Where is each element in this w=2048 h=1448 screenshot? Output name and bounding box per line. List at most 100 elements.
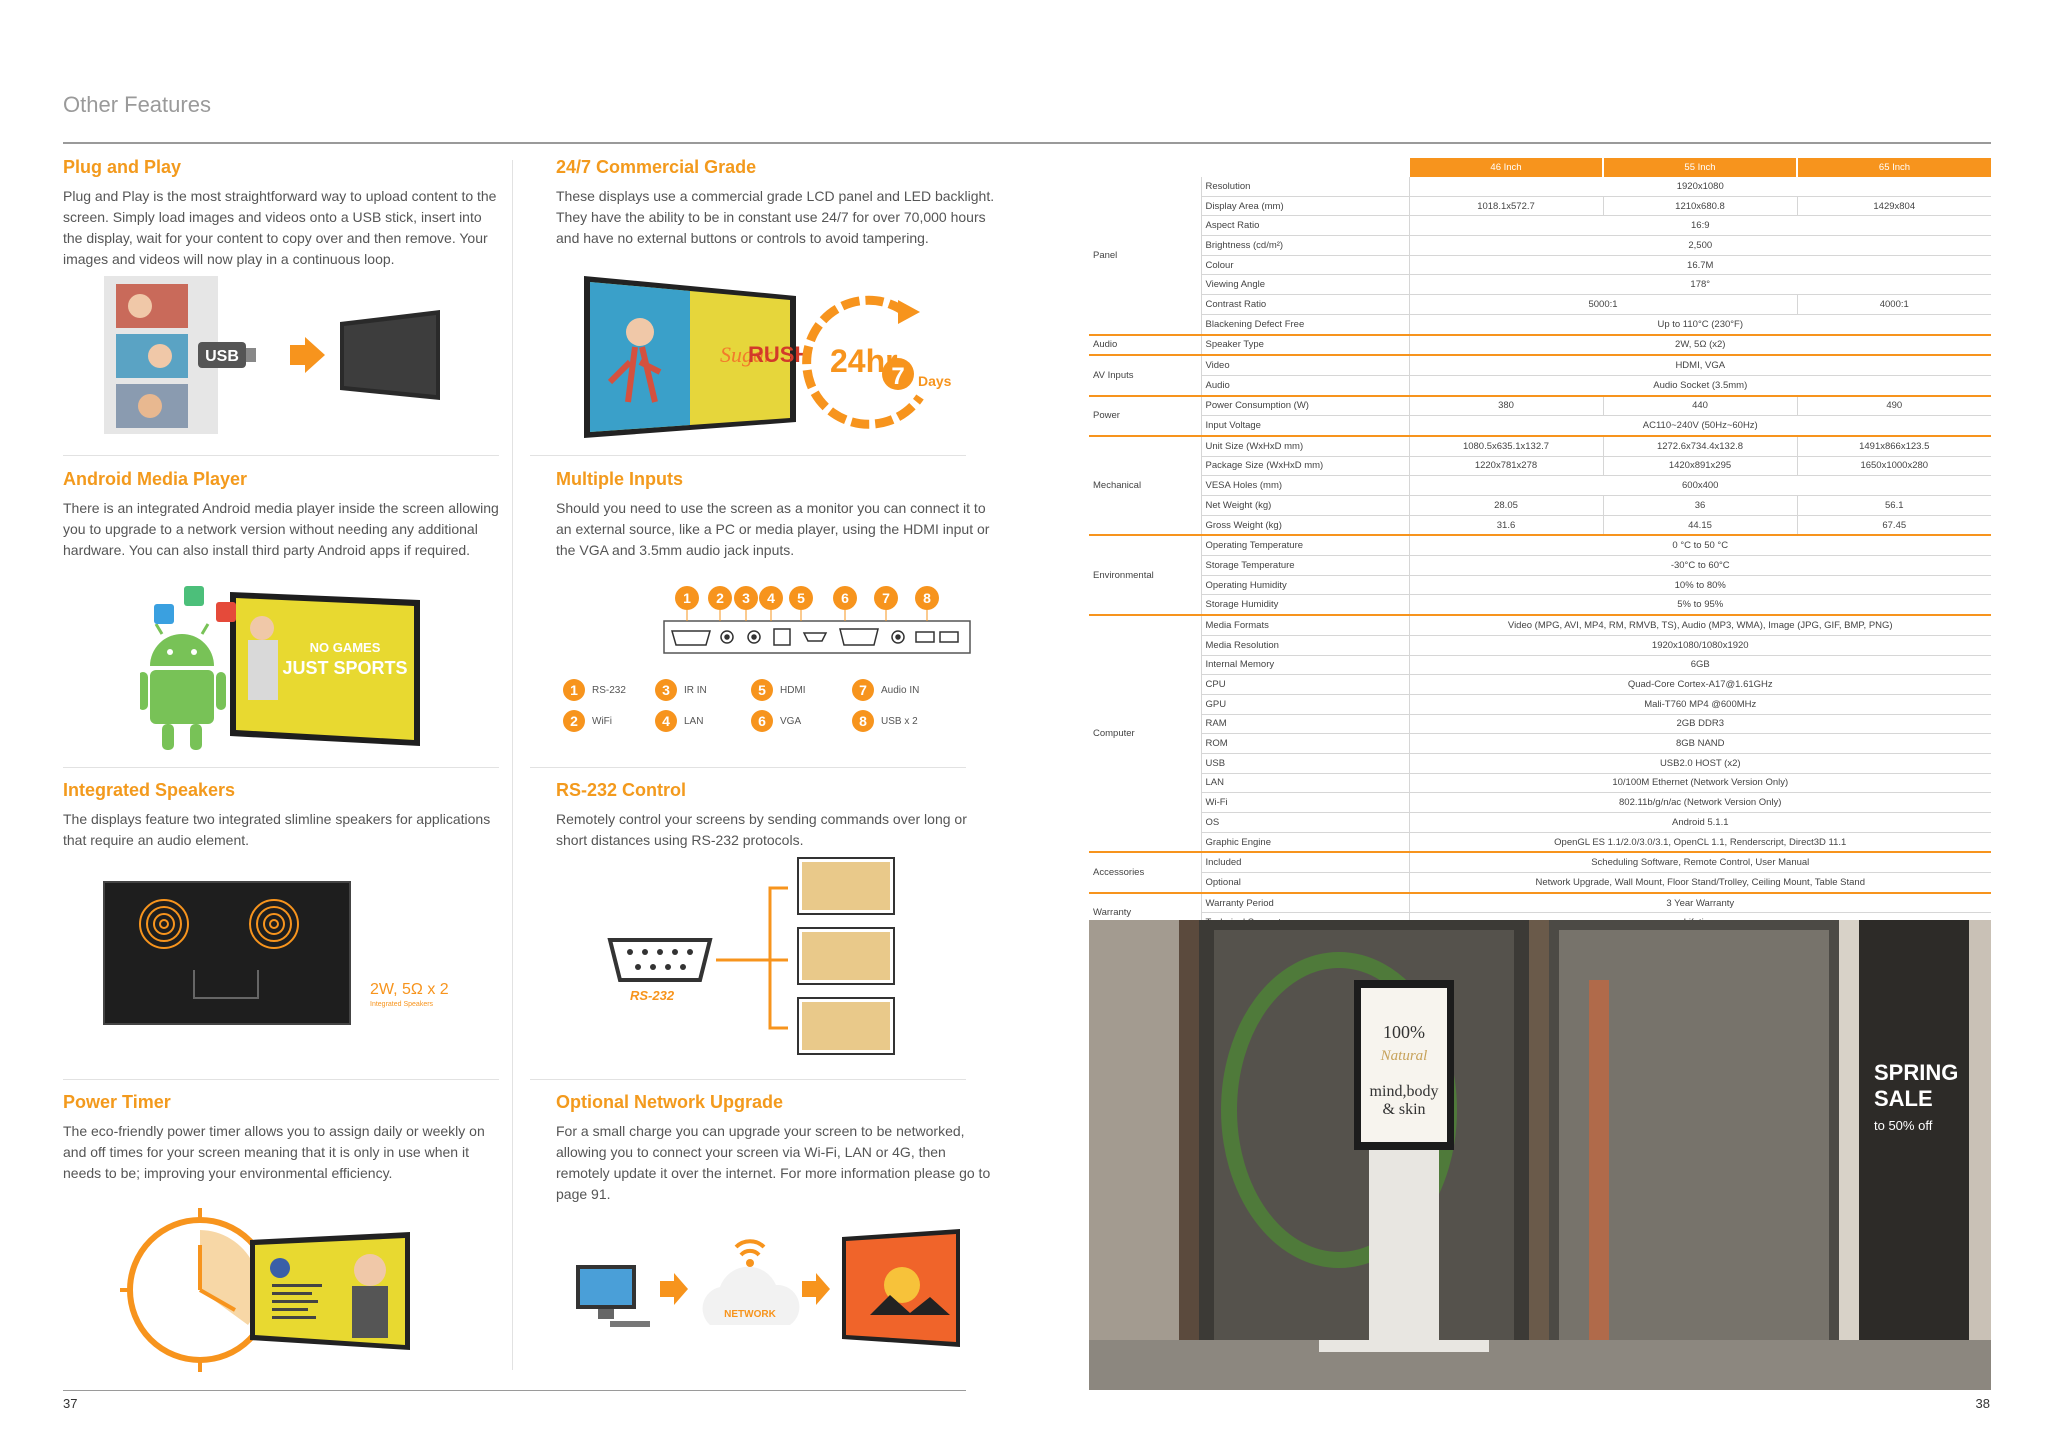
speaker-icon — [249, 899, 299, 949]
spec-category: Environmental — [1089, 535, 1202, 617]
arrow-right-icon — [660, 1273, 688, 1305]
port-marker: 4 — [767, 590, 775, 606]
spec-category: Panel — [1089, 177, 1202, 336]
feature-title: Plug and Play — [63, 157, 182, 177]
spec-value: 8GB NAND — [1408, 733, 1991, 754]
spec-label: ROM — [1201, 733, 1410, 754]
spec-label: Included — [1201, 852, 1410, 874]
row-divider — [530, 1079, 966, 1080]
feature-body: For a small charge you can upgrade your … — [556, 1123, 991, 1202]
spec-value: Scheduling Software, Remote Control, Use… — [1408, 852, 1991, 874]
arrow-right-icon — [290, 337, 325, 373]
legend-number: 2 — [570, 713, 578, 729]
row-divider — [63, 1079, 499, 1080]
title-divider — [63, 142, 1991, 144]
spec-value: 2,500 — [1408, 235, 1991, 256]
spec-row: VESA Holes (mm)600x400 — [1089, 475, 1991, 496]
spec-value: Android 5.1.1 — [1408, 812, 1991, 833]
spec-label: Operating Temperature — [1201, 535, 1410, 557]
usb-label: USB — [205, 348, 239, 365]
feature-plug-and-play: Plug and Play Plug and Play is the most … — [63, 157, 503, 270]
spec-label: OS — [1201, 812, 1410, 833]
spec-value: 0 °C to 50 °C — [1408, 535, 1991, 557]
spec-category: Accessories — [1089, 852, 1202, 894]
feature-body: Should you need to use the screen as a m… — [556, 500, 990, 558]
spec-label: Storage Temperature — [1201, 555, 1410, 576]
spec-label: Brightness (cd/m²) — [1201, 235, 1410, 256]
feature-title: Multiple Inputs — [556, 469, 683, 489]
spec-label: Warranty Period — [1201, 892, 1410, 914]
spec-row: Storage Temperature-30°C to 60°C — [1089, 555, 1991, 576]
legend-label: WiFi — [592, 716, 612, 727]
spec-value: 1210x680.8 — [1602, 196, 1797, 217]
clock-arc-icon — [802, 295, 924, 429]
spec-label: Contrast Ratio — [1201, 294, 1410, 315]
spec-category: Power — [1089, 395, 1202, 437]
spec-value: 600x400 — [1408, 475, 1991, 496]
spec-label: Net Weight (kg) — [1201, 495, 1410, 516]
spec-label: Package Size (WxHxD mm) — [1201, 456, 1410, 477]
spec-value: 1920x1080 — [1408, 177, 1991, 197]
spec-value: 5000:1 — [1408, 294, 1797, 315]
app-icon — [154, 604, 174, 624]
spec-label: VESA Holes (mm) — [1201, 475, 1410, 496]
feature-commercial-grade: 24/7 Commercial Grade These displays use… — [556, 157, 996, 249]
legend-number: 3 — [662, 682, 670, 698]
feature-title: RS-232 Control — [556, 780, 687, 800]
spec-label: Display Area (mm) — [1201, 196, 1410, 217]
spec-value: 2GB DDR3 — [1408, 714, 1991, 735]
spec-value: 16.7M — [1408, 255, 1991, 276]
feature-rs232-control: RS-232 Control Remotely control your scr… — [556, 780, 996, 851]
spec-value: OpenGL ES 1.1/2.0/3.0/3.1, OpenCL 1.1, R… — [1408, 832, 1991, 854]
plug-and-play-illustration: USB — [104, 276, 440, 434]
spec-category: Audio — [1089, 334, 1202, 357]
spec-label: Blackening Defect Free — [1201, 314, 1410, 336]
page-title: Other Features — [63, 92, 211, 117]
spec-label: Aspect Ratio — [1201, 215, 1410, 237]
legend-label: IR IN — [684, 685, 707, 696]
feature-power-timer: Power Timer The eco-friendly power timer… — [63, 1092, 503, 1184]
spec-value: Quad-Core Cortex-A17@1.61GHz — [1408, 674, 1991, 695]
spec-value: 440 — [1602, 395, 1797, 417]
spec-label: Colour — [1201, 255, 1410, 276]
port-marker: 3 — [742, 590, 750, 606]
feature-body: The displays feature two integrated slim… — [63, 811, 491, 848]
spec-header-46: 46 Inch — [1408, 158, 1603, 177]
port-marker: 6 — [841, 590, 849, 606]
spec-value: 1920x1080/1080x1920 — [1408, 635, 1991, 656]
spec-value: Mali-T760 MP4 @600MHz — [1408, 694, 1991, 715]
sign-text-line2: Natural — [1380, 1048, 1428, 1064]
rs232-label: RS-232 — [630, 988, 675, 1003]
speaker-icon — [139, 899, 189, 949]
legend-number: 5 — [758, 682, 766, 698]
spec-value: 178° — [1408, 274, 1991, 296]
cloud-icon — [702, 1266, 800, 1325]
spec-label: RAM — [1201, 714, 1410, 735]
feature-multiple-inputs: Multiple Inputs Should you need to use t… — [556, 469, 996, 561]
spec-label: Power Consumption (W) — [1201, 395, 1410, 417]
spec-value: 490 — [1796, 395, 1991, 417]
spec-label: Internal Memory — [1201, 655, 1410, 676]
feature-body: Plug and Play is the most straightforwar… — [63, 188, 497, 267]
feature-body: The eco-friendly power timer allows you … — [63, 1123, 485, 1181]
spec-value: -30°C to 60°C — [1408, 555, 1991, 576]
wifi-icon — [734, 1239, 766, 1257]
serial-port-icon — [607, 938, 713, 982]
spec-value: Network Upgrade, Wall Mount, Floor Stand… — [1408, 872, 1991, 894]
spec-value: 6GB — [1408, 655, 1991, 676]
spec-value: 28.05 — [1408, 495, 1603, 516]
spec-value: 2W, 5Ω (x2) — [1408, 334, 1991, 357]
